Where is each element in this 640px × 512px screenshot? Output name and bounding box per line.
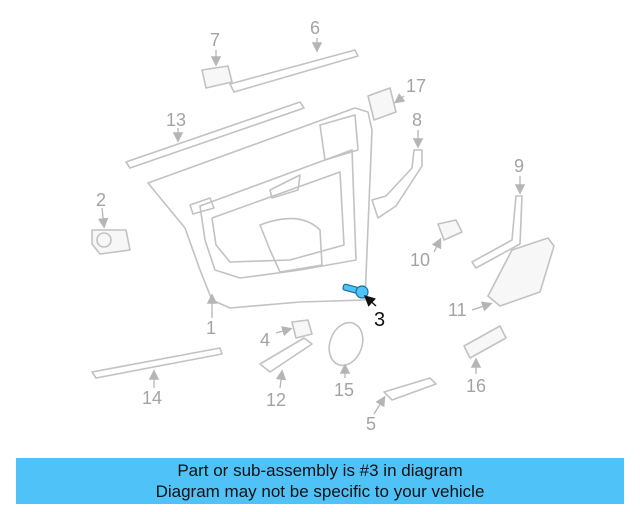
part-8-handle [371,130,424,219]
label-1: 1 [206,318,216,338]
label-11: 11 [448,300,467,320]
label-13: 13 [166,110,186,130]
label-2: 2 [96,190,106,210]
label-6: 6 [310,18,320,38]
part-17-switch-assembly [367,87,406,121]
label-14: 14 [142,388,162,408]
label-8: 8 [412,110,422,130]
banner-line-1: Part or sub-assembly is #3 in diagram [177,461,463,480]
part-10-bracket [431,219,463,253]
label-4: 4 [260,330,270,350]
part-6-molding [229,38,359,93]
label-3: 3 [374,309,385,331]
part-3-screw [342,283,377,307]
part-13-belt-molding [125,101,305,169]
part-7-switch [201,50,233,89]
part-16-bezel [463,325,507,374]
info-banner: Part or sub-assembly is #3 in diagram Di… [16,458,624,504]
part-5-reflector [373,377,437,415]
part-12-insert [259,337,313,389]
label-9: 9 [514,156,524,176]
label-16: 16 [466,376,486,396]
part-2-clip [91,207,131,255]
label-7: 7 [210,30,220,50]
part-1-door-panel [147,107,373,318]
label-15: 15 [334,380,354,400]
part-14-lower-strip [91,347,223,388]
part-11-armrest [471,237,555,312]
part-9-strip [471,176,526,269]
label-17: 17 [406,76,426,96]
banner-line-2: Diagram may not be specific to your vehi… [155,482,485,501]
label-12: 12 [266,390,286,410]
parts-diagram: 1 2 3 4 5 6 7 8 [91,18,555,434]
label-5: 5 [366,414,376,434]
part-4-pin [275,319,313,339]
part-15-grille [328,321,364,378]
label-10: 10 [410,250,430,270]
